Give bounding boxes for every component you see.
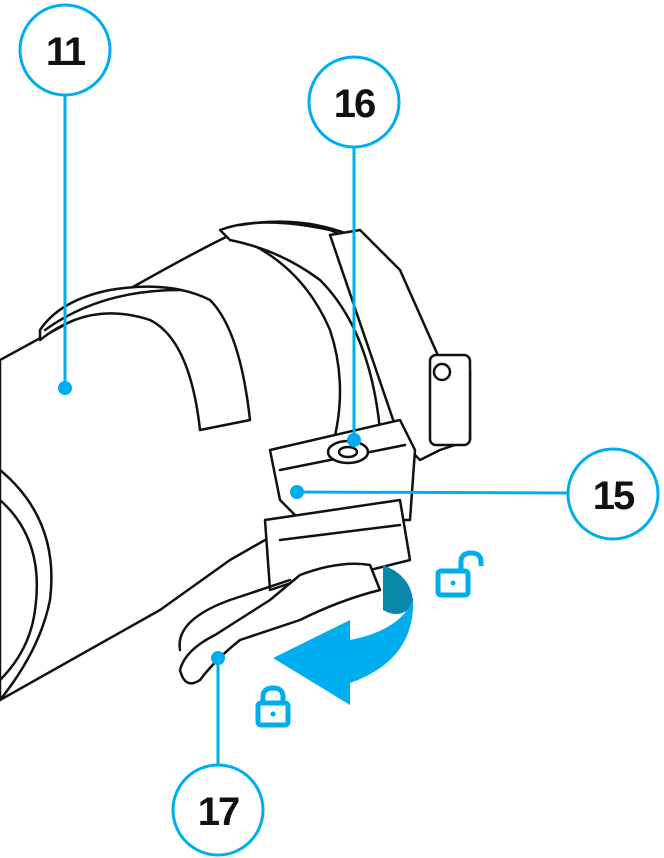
leader-dot-16 [347,433,361,447]
leader-dot-15 [290,485,304,499]
leader-dot-17 [211,651,225,665]
callout-15: 15 [566,447,660,541]
padlock-open-icon [435,550,484,598]
callout-16: 16 [307,55,401,149]
padlock-closed-icon [255,685,291,728]
rotation-arrow-icon [273,565,414,705]
leader-line-15 [296,490,568,495]
callout-label: 17 [198,790,239,834]
callout-label: 15 [593,474,635,518]
leader-lines [58,96,568,764]
device-drawing [0,220,472,702]
callout-label: 11 [46,30,86,74]
callout-17: 17 [171,763,265,857]
callout-label: 16 [334,82,375,126]
callout-11: 11 [18,3,112,97]
leader-dot-11 [58,381,72,395]
